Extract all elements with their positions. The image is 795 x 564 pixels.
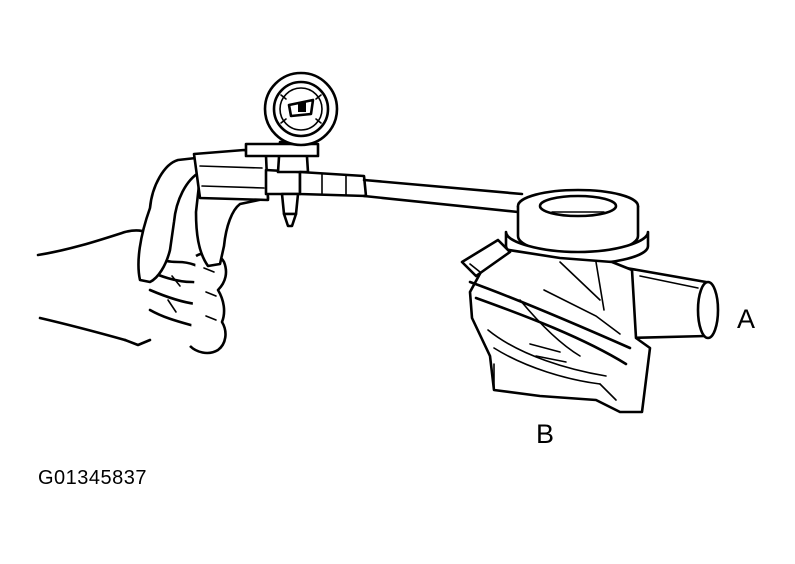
callout-label-a: A [737, 304, 756, 334]
hose [362, 178, 524, 214]
callout-label-b: B [536, 419, 555, 449]
hand [36, 229, 228, 355]
valve-housing [460, 188, 720, 414]
vacuum-pump [137, 71, 368, 284]
figure-id: G01345837 [38, 467, 148, 489]
